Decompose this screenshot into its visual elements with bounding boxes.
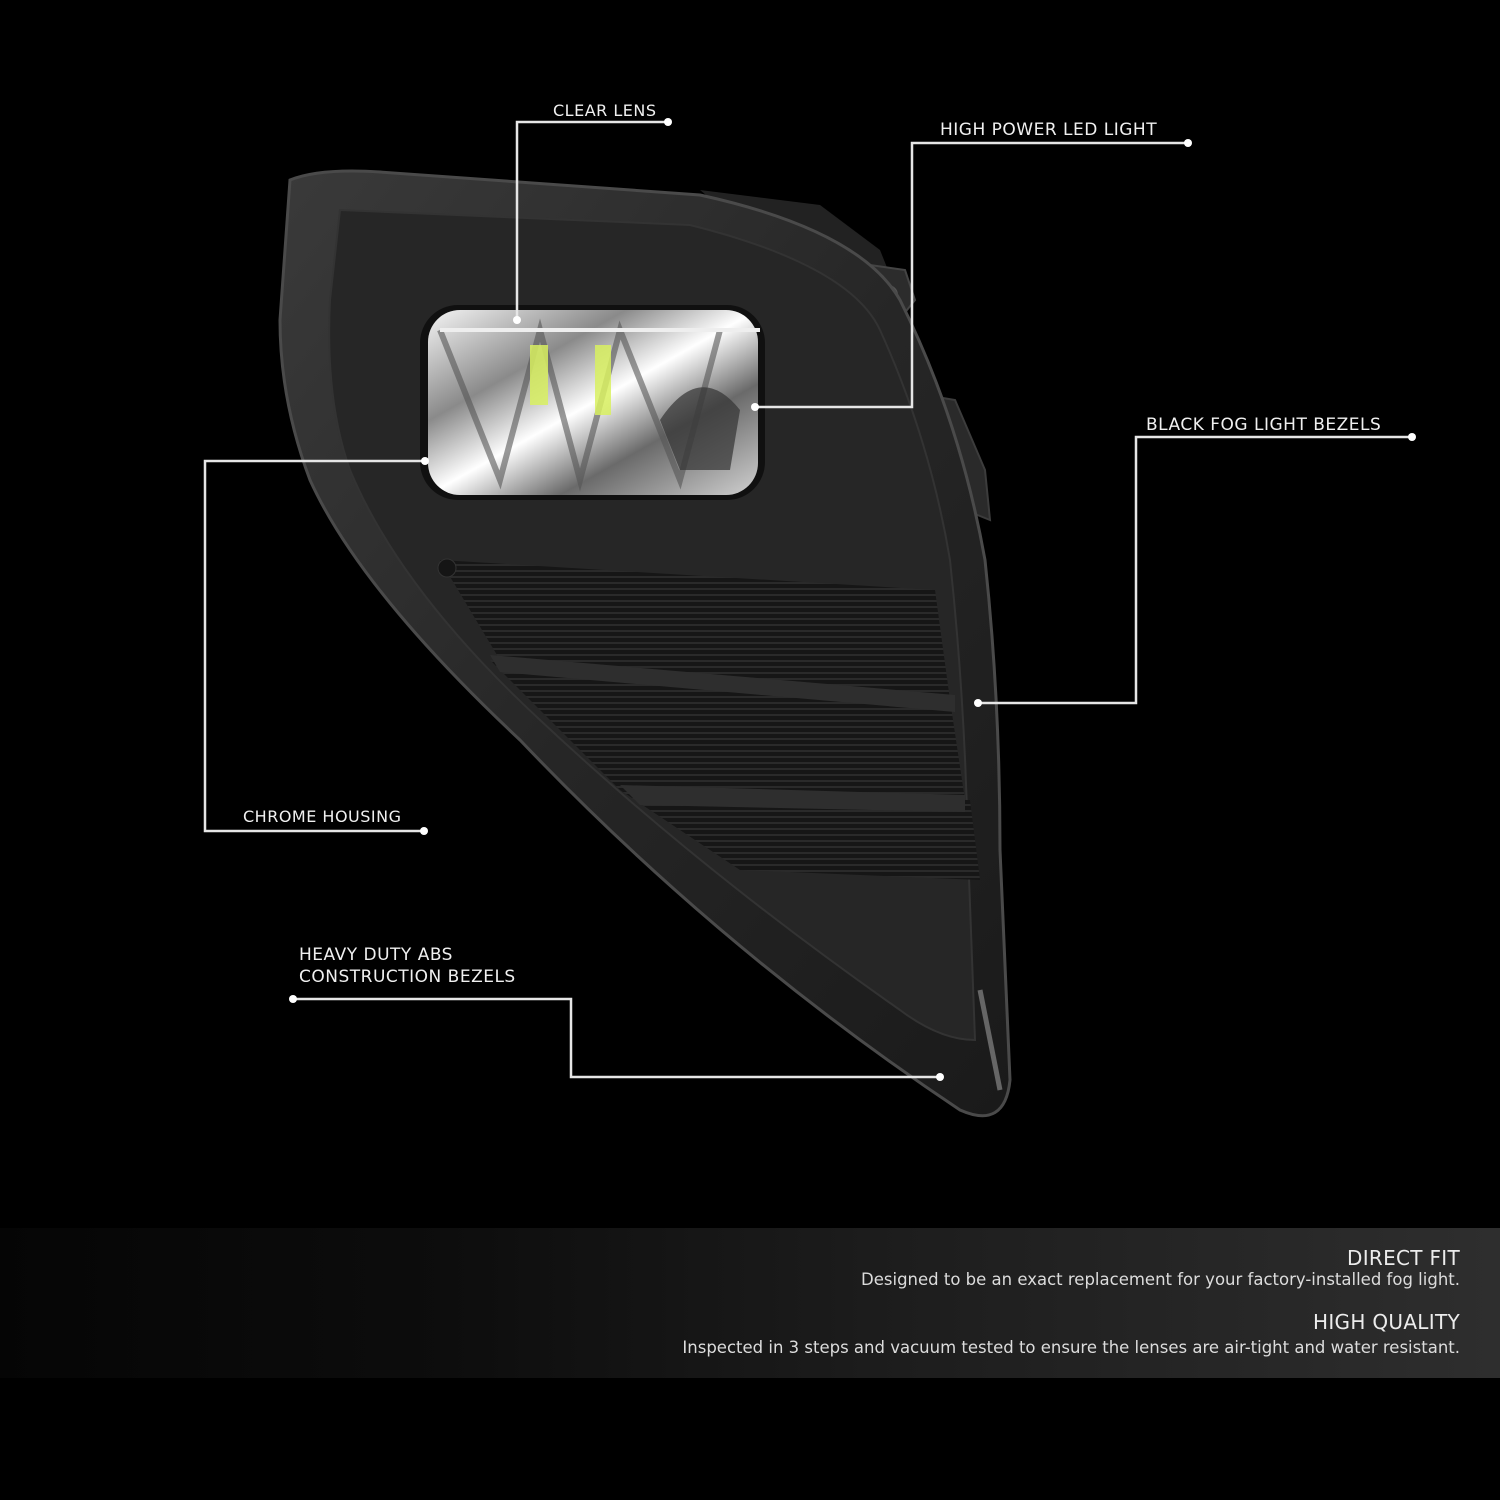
callout-black-bezels: BLACK FOG LIGHT BEZELS (1146, 415, 1382, 435)
callout-abs-line1: HEAVY DUTY ABS (299, 945, 453, 965)
feature-title-high-quality: HIGH QUALITY (1313, 1310, 1460, 1334)
grille (437, 558, 1003, 1091)
feature-desc-high-quality: Inspected in 3 steps and vacuum tested t… (682, 1338, 1460, 1357)
callout-high-power-led: HIGH POWER LED LIGHT (940, 120, 1158, 140)
feature-banner: DIRECT FIT Designed to be an exact repla… (0, 1228, 1500, 1378)
callout-chrome-housing: CHROME HOUSING (243, 807, 402, 826)
callout-abs-line2: CONSTRUCTION BEZELS (299, 967, 516, 987)
feature-desc-direct-fit: Designed to be an exact replacement for … (861, 1270, 1460, 1289)
callout-lines (203, 120, 1412, 1079)
callout-clear-lens: CLEAR LENS (553, 101, 657, 120)
chrome-housing-lens (420, 305, 765, 500)
led-accent (530, 345, 548, 405)
callout-dots (289, 118, 1416, 1081)
feature-title-direct-fit: DIRECT FIT (1347, 1246, 1460, 1270)
